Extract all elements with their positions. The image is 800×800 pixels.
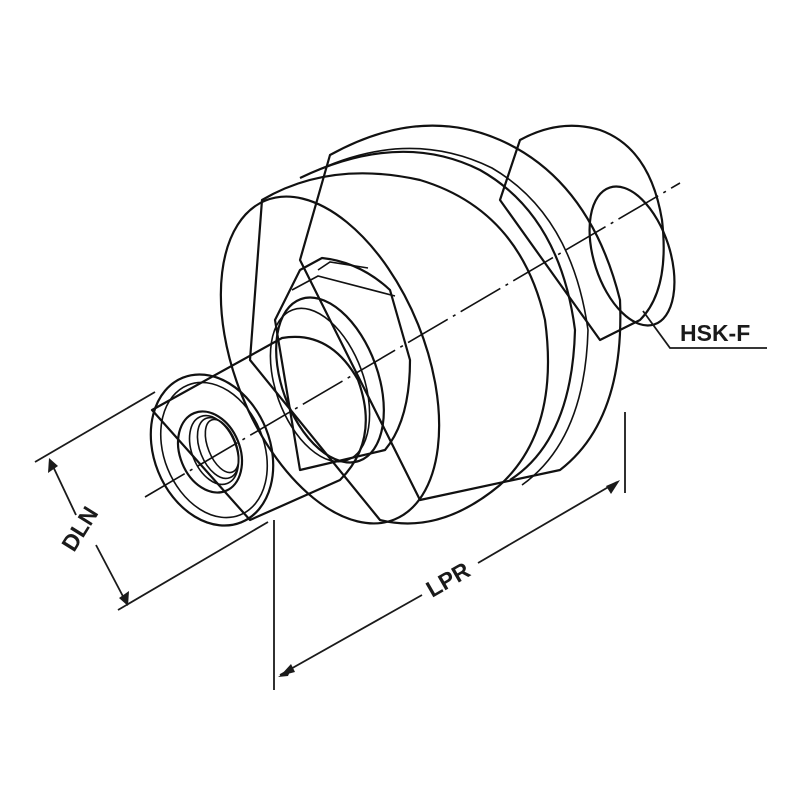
hex-nut [269,256,412,472]
arrow-head-icon [119,591,129,606]
flange-front [219,172,550,525]
center-axis [144,182,681,498]
label-dln: DLN [56,502,103,556]
label-lpr: LPR [422,557,475,603]
threaded-bore [176,410,244,494]
label-hsk-f: HSK-F [680,320,750,346]
hsk-f-callout: HSK-F [642,310,767,349]
arrow-head-icon [280,664,295,676]
arrow-head-icon [48,458,58,473]
arrow-head-icon [606,480,620,494]
flange-rear [298,124,622,502]
nose-cylinder [149,335,367,527]
hsk-shank [498,124,676,342]
flange-groove [299,147,589,486]
